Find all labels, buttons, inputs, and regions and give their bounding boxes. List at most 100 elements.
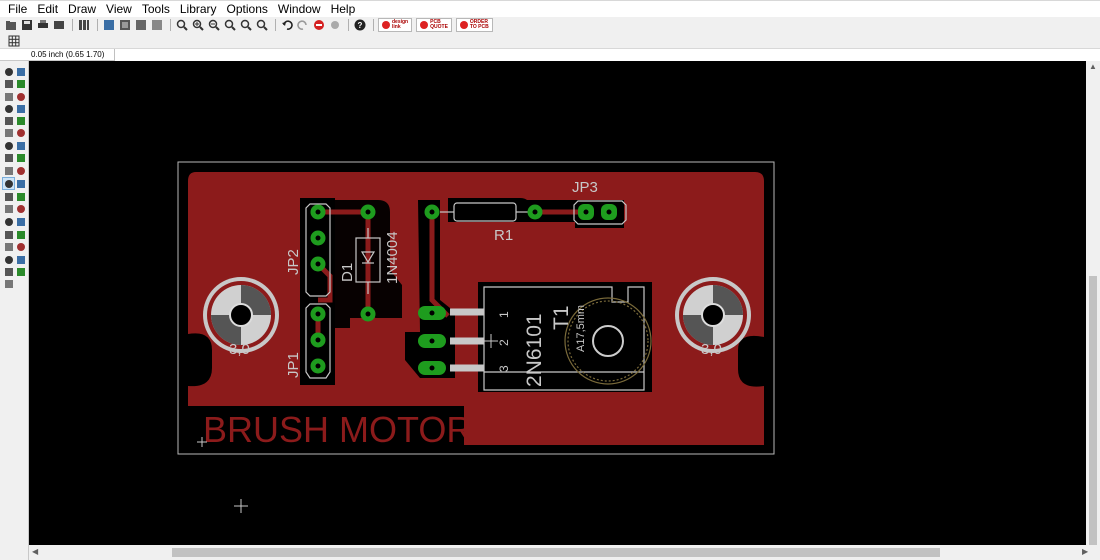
- tool-circle-button[interactable]: [3, 203, 14, 214]
- tool-optimize-button[interactable]: [15, 165, 26, 176]
- tool-value-button[interactable]: [3, 152, 14, 163]
- parameter-toolbar: [0, 33, 1100, 49]
- pin2-label: 2: [497, 339, 511, 346]
- toolbar-separator: [170, 19, 171, 31]
- tool-delete-button[interactable]: [15, 127, 26, 138]
- tool-copy-button[interactable]: [15, 91, 26, 102]
- tool-rotate-button[interactable]: [15, 103, 26, 114]
- menu-file[interactable]: File: [8, 2, 28, 16]
- mount-hole-right: [675, 277, 751, 353]
- signal-icon: [16, 230, 25, 239]
- tool-arc-button[interactable]: [15, 203, 26, 214]
- tool-ripup-button[interactable]: [15, 178, 26, 189]
- tool-mark-button[interactable]: [15, 78, 26, 89]
- schematic-button[interactable]: [102, 19, 116, 32]
- horizontal-scrollbar[interactable]: ◀ ▶: [29, 545, 1100, 560]
- zoom-redraw-button[interactable]: [223, 19, 237, 32]
- tool-name-button[interactable]: [15, 140, 26, 151]
- scroll-right-icon[interactable]: ▶: [1082, 547, 1089, 556]
- tool-wire-button[interactable]: [3, 191, 14, 202]
- tool-add-button[interactable]: [3, 140, 14, 151]
- d1-value-label: 1N4004: [384, 231, 401, 284]
- toolbar-separator: [72, 19, 73, 31]
- order-pcb-line1: ORDER: [469, 19, 488, 25]
- save-button[interactable]: [20, 19, 34, 32]
- delete-icon: [16, 128, 25, 137]
- scroll-left-icon[interactable]: ◀: [32, 547, 39, 556]
- menu-options[interactable]: Options: [226, 2, 268, 16]
- tool-paste-button[interactable]: [3, 127, 14, 138]
- board-button[interactable]: [118, 19, 132, 32]
- move-view-icon: [16, 67, 25, 76]
- coordinate-display: 0.05 inch (0.65 1.70): [0, 48, 115, 61]
- tool-text-button[interactable]: [15, 191, 26, 202]
- vertical-scrollbar[interactable]: ▲: [1086, 61, 1100, 546]
- undo-button[interactable]: [280, 19, 294, 32]
- menu-view[interactable]: View: [106, 2, 132, 16]
- menu-tools[interactable]: Tools: [141, 2, 170, 16]
- scroll-up-icon[interactable]: ▲: [1089, 62, 1097, 71]
- tool-rect-button[interactable]: [3, 216, 14, 227]
- zoom-previous-button[interactable]: [255, 19, 269, 32]
- tool-errors-button[interactable]: [3, 266, 14, 277]
- t1-value-label: 2N6101: [523, 313, 546, 387]
- redo-button[interactable]: [296, 19, 310, 32]
- tool-smash-button[interactable]: [15, 152, 26, 163]
- print-button[interactable]: [36, 19, 50, 32]
- tool-hole-button[interactable]: [3, 241, 14, 252]
- origin-cross: [197, 437, 207, 447]
- command-line-input[interactable]: [115, 48, 1100, 61]
- menu-draw[interactable]: Draw: [68, 2, 97, 16]
- smash-icon: [16, 153, 25, 162]
- tool-ratsnest-button[interactable]: [15, 241, 26, 252]
- heatsink-ring: [567, 300, 649, 382]
- vertical-scroll-thumb[interactable]: [1089, 276, 1097, 546]
- menu-help[interactable]: Help: [330, 2, 356, 16]
- ulp-button[interactable]: [134, 19, 148, 32]
- tool-move-button[interactable]: [3, 91, 14, 102]
- t1-label: T1: [550, 305, 573, 330]
- add-icon: [4, 141, 13, 150]
- tool-auto-button[interactable]: [3, 254, 14, 265]
- script-button[interactable]: [150, 19, 164, 32]
- hole-drill: [229, 303, 253, 327]
- library-button[interactable]: [77, 19, 91, 32]
- horizontal-scroll-thumb[interactable]: [172, 548, 940, 557]
- menu-library[interactable]: Library: [179, 2, 217, 16]
- zoom-fit-button[interactable]: [175, 19, 189, 32]
- open-button[interactable]: [4, 19, 18, 32]
- menu-edit[interactable]: Edit: [37, 2, 59, 16]
- tool-group-button[interactable]: [3, 115, 14, 126]
- go-button[interactable]: [328, 19, 342, 32]
- tool-info-button[interactable]: [3, 66, 14, 77]
- stop-button[interactable]: [312, 19, 326, 32]
- zoom-select-button[interactable]: [239, 19, 253, 32]
- help-button[interactable]: ?: [353, 19, 367, 32]
- tool-layers-button[interactable]: [3, 278, 14, 289]
- tool-split-button[interactable]: [3, 165, 14, 176]
- board-canvas[interactable]: BRUSH MOTOR JP1 JP2 JP3 D1 1N4004 R1 T1 …: [29, 61, 1086, 545]
- trace: [366, 312, 405, 339]
- show-icon: [4, 79, 13, 88]
- tool-route-button[interactable]: [2, 177, 15, 190]
- tool-move-view-button[interactable]: [15, 66, 26, 77]
- tool-polygon-button[interactable]: [15, 216, 26, 227]
- tool-erc-button[interactable]: [15, 266, 26, 277]
- tool-drc-button[interactable]: [15, 254, 26, 265]
- tool-change-button[interactable]: [15, 115, 26, 126]
- hole-drill: [701, 303, 725, 327]
- tool-show-button[interactable]: [3, 78, 14, 89]
- zoom-out-button[interactable]: [207, 19, 221, 32]
- zoom-in-button[interactable]: [191, 19, 205, 32]
- board-drawing: BRUSH MOTOR JP1 JP2 JP3 D1 1N4004 R1 T1 …: [177, 161, 775, 513]
- tool-signal-button[interactable]: [15, 229, 26, 240]
- tool-via-button[interactable]: [3, 229, 14, 240]
- cam-button[interactable]: [52, 19, 66, 32]
- tool-mirror-button[interactable]: [3, 103, 14, 114]
- arc-icon: [16, 204, 25, 213]
- grid-button[interactable]: [7, 34, 21, 47]
- menu-window[interactable]: Window: [277, 2, 321, 16]
